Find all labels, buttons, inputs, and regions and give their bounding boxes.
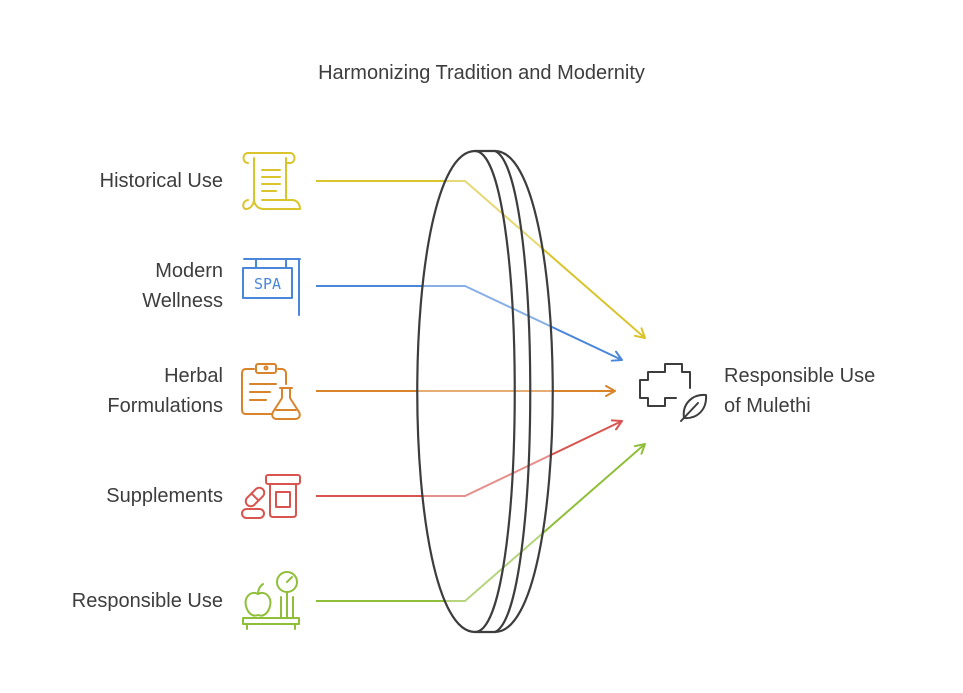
connector-responsible-use: [316, 443, 646, 602]
label-modern-wellness-line2: Wellness: [142, 290, 223, 312]
connector-historical-use: [316, 180, 646, 339]
label-responsible-use-text: Responsible Use: [71, 590, 223, 612]
label-herbal-formulations-line1: Herbal: [164, 365, 223, 387]
spa-sign-text: SPA: [254, 275, 281, 293]
clipboard-flask-icon: [241, 363, 301, 420]
label-supplements: Supplements: [106, 481, 223, 511]
pill-bottle-icon: [241, 474, 301, 519]
output-label: Responsible Use of Mulethi: [724, 361, 875, 421]
label-modern-wellness: Modern Wellness: [142, 256, 223, 316]
connector-supplements: [316, 419, 623, 497]
diagram-title: Harmonizing Tradition and Modernity: [318, 62, 645, 84]
output-label-line1: Responsible Use: [724, 365, 876, 387]
lens-icon: [416, 149, 554, 634]
label-historical-use-text: Historical Use: [99, 170, 223, 192]
label-herbal-formulations: Herbal Formulations: [107, 361, 223, 421]
label-historical-use: Historical Use: [100, 166, 223, 196]
label-supplements-text: Supplements: [106, 485, 223, 507]
label-herbal-formulations-line2: Formulations: [107, 395, 223, 417]
label-responsible-use: Responsible Use: [72, 586, 223, 616]
apple-scale-icon: [242, 571, 300, 630]
label-modern-wellness-line1: Modern: [155, 260, 223, 282]
scroll-icon: [242, 152, 301, 210]
medical-cross-leaf-icon: [639, 363, 708, 422]
connector-modern-wellness: [316, 285, 623, 362]
spa-sign-icon: [242, 258, 301, 316]
output-label-line2: of Mulethi: [724, 395, 811, 417]
